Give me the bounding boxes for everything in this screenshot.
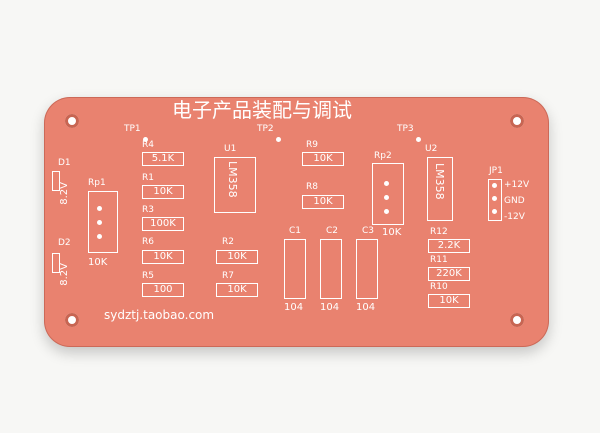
jp1-pin2-label: GND (504, 196, 525, 206)
rp1-body (88, 191, 118, 253)
rp1-ref: Rp1 (88, 178, 106, 188)
r8-ref: R8 (306, 182, 318, 192)
r6-value: 10K (142, 250, 184, 264)
mount-hole-tr (510, 114, 524, 128)
r3-ref: R3 (142, 205, 154, 215)
c3-ref: C3 (362, 226, 375, 236)
rp1-pin1 (97, 206, 102, 211)
rp1-pin3 (97, 234, 102, 239)
r1-ref: R1 (142, 173, 154, 183)
r2-ref: R2 (222, 237, 234, 247)
d1-ref: D1 (58, 158, 71, 168)
r10-ref: R10 (430, 282, 448, 292)
rp1-pin2 (97, 220, 102, 225)
d1-value: 8.2V (59, 182, 70, 205)
u2-ref: U2 (425, 144, 438, 154)
u1-chip (214, 157, 256, 213)
jp1-ref: JP1 (489, 166, 503, 176)
tp1-label: TP1 (124, 124, 141, 134)
r9-value: 10K (302, 152, 344, 166)
tp1-pad (143, 137, 148, 142)
rp2-ref: Rp2 (374, 151, 392, 161)
r3-value: 100K (142, 217, 184, 231)
rp2-pin2 (384, 195, 389, 200)
r1-value: 10K (142, 185, 184, 199)
c1-body (284, 239, 306, 299)
rp2-body (372, 163, 404, 225)
rp2-pin3 (384, 209, 389, 214)
d2-value: 8.2V (59, 263, 70, 286)
u1-ref: U1 (224, 144, 237, 154)
r5-ref: R5 (142, 271, 154, 281)
r7-ref: R7 (222, 271, 234, 281)
r8-value: 10K (302, 195, 344, 209)
r9-ref: R9 (306, 140, 318, 150)
c1-value: 104 (284, 302, 304, 313)
r10-value: 10K (428, 294, 470, 308)
r12-ref: R12 (430, 227, 448, 237)
board-title: 电子产品装配与调试 (172, 98, 352, 122)
c2-body (320, 239, 342, 299)
r4-value: 5.1K (142, 152, 184, 166)
u1-part: LM358 (226, 161, 239, 198)
jp1-body (488, 179, 502, 221)
mount-hole-tl (65, 114, 79, 128)
d2-body (52, 253, 60, 273)
r11-value: 220K (428, 267, 470, 281)
u2-part: LM358 (433, 163, 446, 200)
r6-ref: R6 (142, 237, 154, 247)
r5-value: 100 (142, 283, 184, 297)
r12-value: 2.2K (428, 239, 470, 253)
mount-hole-br (510, 313, 524, 327)
tp2-pad (276, 137, 281, 142)
jp1-pin3-label: -12V (504, 212, 525, 222)
c3-value: 104 (356, 302, 376, 313)
u2-chip (427, 157, 453, 221)
pcb-board: 电子产品装配与调试 TP1 TP2 TP3 D1 8.2V D2 8.2V Rp… (44, 97, 549, 347)
jp1-pin1 (492, 183, 497, 188)
r4-ref: R4 (142, 140, 154, 150)
rp2-pin1 (384, 181, 389, 186)
r7-value: 10K (216, 283, 258, 297)
jp1-pin2 (492, 196, 497, 201)
board-url: sydztj.taobao.com (104, 308, 215, 322)
jp1-pin1-label: +12V (504, 180, 530, 190)
mount-hole-bl (65, 313, 79, 327)
tp3-label: TP3 (397, 124, 414, 134)
rp2-value: 10K (382, 227, 402, 238)
c2-value: 104 (320, 302, 340, 313)
tp3-pad (416, 137, 421, 142)
d1-body (52, 171, 60, 191)
r11-ref: R11 (430, 255, 448, 265)
r2-value: 10K (216, 250, 258, 264)
c2-ref: C2 (326, 226, 339, 236)
d2-ref: D2 (58, 238, 71, 248)
rp1-value: 10K (88, 257, 108, 268)
jp1-pin3 (492, 209, 497, 214)
tp2-label: TP2 (257, 124, 274, 134)
c3-body (356, 239, 378, 299)
c1-ref: C1 (289, 226, 302, 236)
